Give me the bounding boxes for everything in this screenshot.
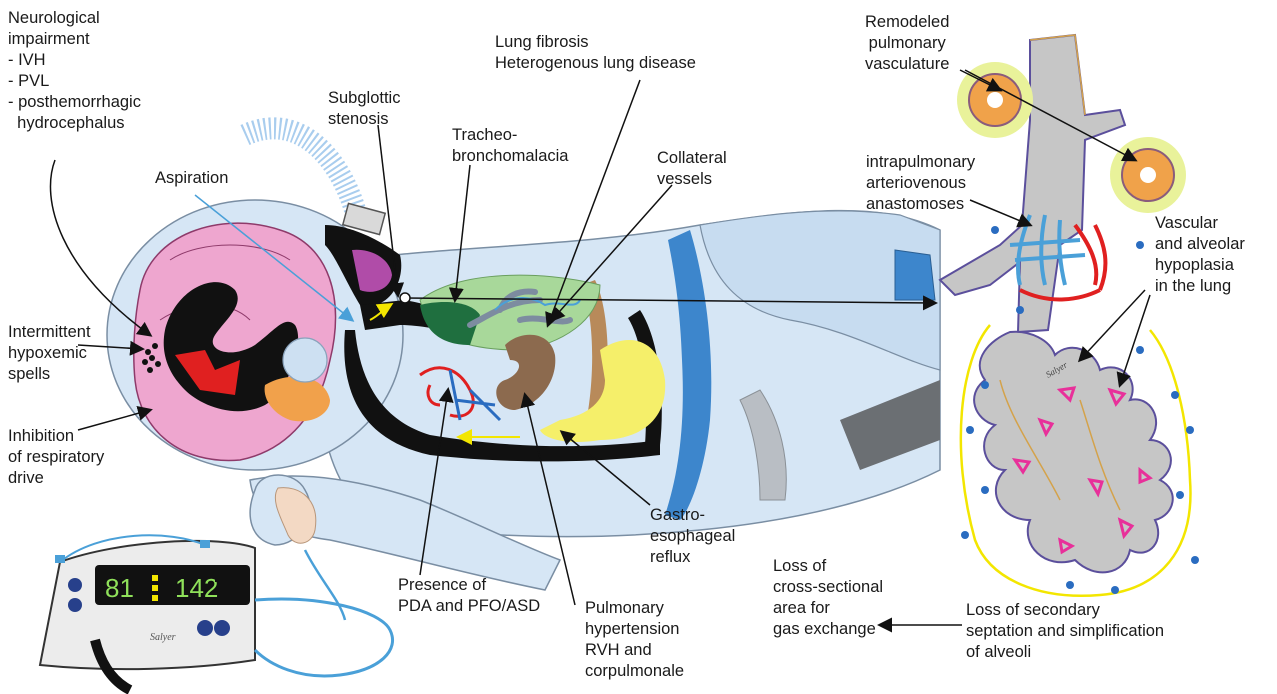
label-gastro: Gastro- esophageal reflux — [650, 505, 735, 568]
sensor-cable — [255, 599, 393, 676]
ear — [283, 338, 327, 382]
label-remodeled: Remodeled pulmonary vasculature — [865, 12, 949, 75]
label-pulm-htn: Pulmonary hypertension RVH and corpulmon… — [585, 598, 684, 682]
label-presence: Presence of PDA and PFO/ASD — [398, 575, 540, 617]
label-loss-secondary: Loss of secondary septation and simplifi… — [966, 600, 1164, 663]
label-lung-fibrosis: Lung fibrosis Heterogenous lung disease — [495, 32, 696, 74]
foot — [895, 250, 935, 300]
label-tracheo: Tracheo- bronchomalacia — [452, 125, 568, 167]
label-neuro: Neurological impairment - IVH - PVL - po… — [8, 8, 141, 134]
label-collateral: Collateral vessels — [657, 148, 727, 190]
label-vascular-hypo: Vascular and alveolar hypoplasia in the … — [1155, 213, 1245, 297]
label-intermittent: Intermittent hypoxemic spells — [8, 322, 91, 385]
arrow-vascular-2 — [1120, 295, 1150, 385]
signature-monitor: Salyer — [150, 632, 176, 643]
spo2-readout: 81 — [105, 573, 134, 603]
label-inhibition: Inhibition of respiratory drive — [8, 426, 104, 489]
lung-histology: Salyer — [940, 35, 1199, 596]
arrow-intrapulm — [970, 200, 1030, 225]
alveoli — [974, 332, 1173, 573]
label-intrapulm: intrapulmonary arteriovenous anastomoses — [866, 152, 975, 215]
label-aspiration: Aspiration — [155, 168, 228, 189]
label-subglottic: Subglottic stenosis — [328, 88, 400, 130]
power-button[interactable] — [68, 578, 82, 592]
alarm-button[interactable] — [68, 598, 82, 612]
ox-to-hand-cable — [305, 550, 345, 620]
arrow-vascular-1 — [1080, 290, 1145, 360]
pulse-oximeter: 81 142 Salyer — [40, 535, 393, 690]
label-loss-cross: Loss of cross-sectional area for gas exc… — [773, 556, 883, 640]
heart-rate-readout: 142 — [175, 573, 218, 603]
vessel-cross-section-2 — [1110, 137, 1186, 213]
menu-button-1[interactable] — [197, 620, 213, 636]
menu-button-2[interactable] — [214, 620, 230, 636]
